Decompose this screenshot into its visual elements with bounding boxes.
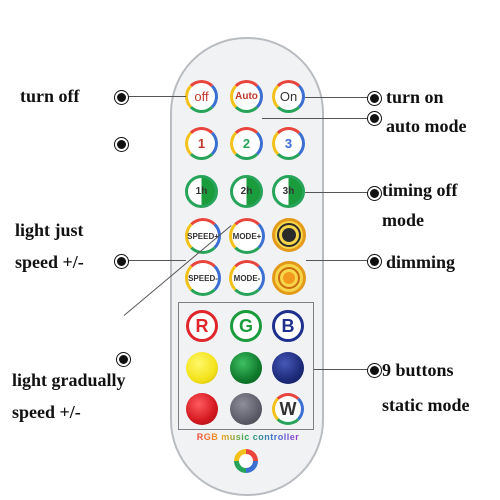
- callout-dot-dimming: [368, 255, 381, 268]
- on-button[interactable]: On: [272, 80, 305, 113]
- yellow-color-button[interactable]: [186, 352, 218, 384]
- blue-button[interactable]: B: [272, 310, 304, 342]
- music-mode-1-label: 1: [197, 136, 206, 151]
- label-light-just: light just: [15, 220, 84, 240]
- callout-dot-auto: [368, 112, 381, 125]
- music-mode-2-label: 2: [242, 136, 251, 151]
- mode-up-label: MODE+: [232, 231, 262, 241]
- callout-line-turn-on: [305, 97, 375, 98]
- speed-down-label: SPEED-: [188, 273, 218, 283]
- timer-3h-label: 3h: [282, 186, 295, 197]
- auto-button[interactable]: Auto: [230, 80, 263, 113]
- callout-line-dimming: [306, 260, 374, 261]
- callout-dot-speed: [115, 255, 128, 268]
- green-button-label: G: [238, 315, 253, 336]
- on-button-label: On: [279, 89, 298, 104]
- callout-dot-timing: [368, 187, 381, 200]
- music-mode-3-button[interactable]: 3: [272, 127, 305, 160]
- sun-bright-icon: [282, 228, 296, 242]
- brightness-down-button[interactable]: [272, 261, 306, 295]
- mode-down-button[interactable]: MODE-: [229, 260, 265, 296]
- timer-2h-label: 2h: [240, 186, 253, 197]
- green-button[interactable]: G: [230, 310, 262, 342]
- speed-down-button[interactable]: SPEED-: [185, 260, 221, 296]
- label-speed-pm-2: speed +/-: [12, 402, 81, 422]
- white-button[interactable]: W: [272, 393, 304, 425]
- timer-2h-button[interactable]: 2h: [230, 175, 263, 208]
- off-button[interactable]: off: [185, 80, 218, 113]
- label-timing-off-mode: mode: [382, 210, 424, 230]
- callout-dot-turn-off: [115, 91, 128, 104]
- brightness-up-button[interactable]: [272, 218, 306, 252]
- callout-dot-unlabeled: [115, 138, 128, 151]
- callout-line-auto: [262, 118, 374, 119]
- label-static-mode: static mode: [382, 395, 470, 415]
- timer-1h-label: 1h: [195, 186, 208, 197]
- label-turn-off: turn off: [20, 86, 80, 106]
- callout-dot-turn-on: [368, 92, 381, 105]
- color-buttons-frame: [178, 302, 314, 430]
- callout-dot-nine: [368, 364, 381, 377]
- logo-s-letter-shape: [239, 454, 253, 468]
- red-button-label: R: [195, 315, 209, 336]
- label-light-gradually: light gradually: [12, 370, 126, 390]
- label-timing-off: timing off: [382, 180, 458, 200]
- navy-color-button[interactable]: [272, 352, 304, 384]
- timer-1h-button[interactable]: 1h: [185, 175, 218, 208]
- mode-down-label: MODE-: [233, 273, 261, 283]
- dark-green-color-button[interactable]: [230, 352, 262, 384]
- blue-button-label: B: [281, 315, 295, 336]
- callout-line-timing: [305, 192, 375, 193]
- label-speed-pm: speed +/-: [15, 252, 84, 272]
- label-dimming: dimming: [386, 252, 456, 272]
- music-mode-3-label: 3: [284, 136, 293, 151]
- speed-up-label: SPEED+: [187, 231, 219, 241]
- label-auto-mode: auto mode: [386, 116, 467, 136]
- callout-line-speed: [122, 260, 186, 261]
- music-mode-2-button[interactable]: 2: [230, 127, 263, 160]
- callout-line-nine: [314, 369, 374, 370]
- timer-3h-button[interactable]: 3h: [272, 175, 305, 208]
- red-button[interactable]: R: [186, 310, 218, 342]
- mode-up-button[interactable]: MODE+: [229, 218, 265, 254]
- label-turn-on: turn on: [386, 87, 444, 107]
- music-mode-1-button[interactable]: 1: [185, 127, 218, 160]
- logo-s-icon: [234, 449, 258, 473]
- auto-button-label: Auto: [235, 91, 258, 102]
- callout-dot-gradual: [117, 353, 130, 366]
- sun-dim-icon: [283, 272, 295, 284]
- dark-red-color-button[interactable]: [186, 393, 218, 425]
- brand-text: RGB music controller: [196, 432, 300, 442]
- off-button-label: off: [194, 89, 209, 104]
- label-nine-buttons: 9 buttons: [382, 360, 454, 380]
- white-button-label: W: [279, 398, 297, 419]
- callout-line-turn-off: [122, 96, 186, 97]
- gray-color-button[interactable]: [230, 393, 262, 425]
